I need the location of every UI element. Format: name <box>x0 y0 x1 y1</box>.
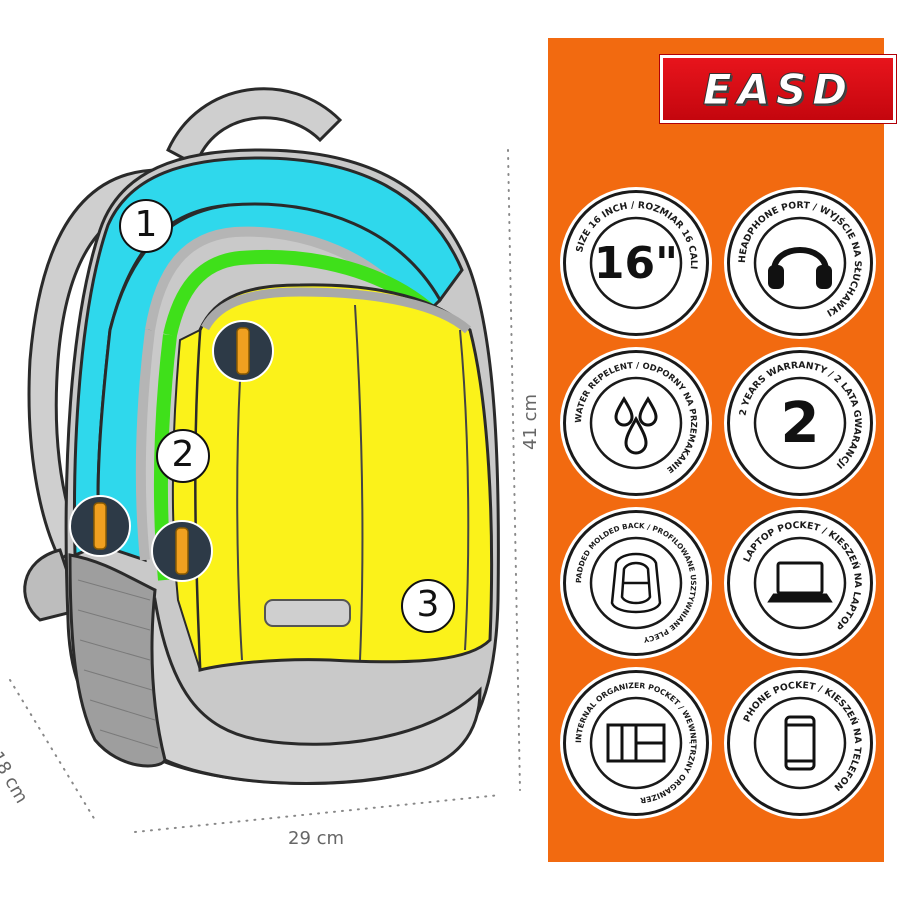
compartment-3-label: 3 <box>416 584 440 625</box>
water-drops-icon <box>614 396 658 455</box>
zipper-pull-icon <box>69 495 131 557</box>
height-dimension-label: 41 cm <box>520 393 541 450</box>
brand-logo-text: EASD <box>702 64 854 114</box>
padded-back-icon <box>610 552 662 614</box>
headphones-icon <box>768 247 832 289</box>
width-dimension-label: 29 cm <box>288 828 345 849</box>
compartment-1-marker <box>119 199 173 253</box>
phone-icon <box>784 715 816 771</box>
laptop-icon <box>767 561 833 603</box>
feature-badge-headphone: HEADPHONE PORT / WYJŚCIE NA SŁUCHAWKI <box>727 190 873 336</box>
warranty-value: 2 <box>780 390 820 456</box>
feature-badge-phone: PHONE POCKET / KIESZEŃ NA TELEFON <box>727 670 873 816</box>
zipper-pull-icon <box>151 520 213 582</box>
feature-badge-size: SIZE 16 INCH / ROZMIAR 16 CALI 16" <box>563 190 709 336</box>
compartment-markers <box>69 199 455 633</box>
feature-badge-water: WATER REPELENT / ODPORNY NA PRZEMAKANIE <box>563 350 709 496</box>
backpack-illustration <box>9 87 521 833</box>
compartment-2-label: 2 <box>171 434 195 475</box>
compartment-3-marker <box>401 579 455 633</box>
zipper-pull-icon <box>212 320 274 382</box>
size-value: 16" <box>593 237 679 289</box>
feature-badge-warranty: 2 YEARS WARRANTY / 2 LATA GWARANCJI 2 <box>727 350 873 496</box>
feature-badge-laptop: LAPTOP POCKET / KIESZEŃ NA LAPTOP <box>727 510 873 656</box>
compartment-1-label: 1 <box>134 204 158 245</box>
organizer-icon <box>606 723 666 763</box>
feature-badge-organizer: INTERNAL ORGANIZER POCKET / WEWNĘTRZNY O… <box>563 670 709 816</box>
brand-logo: EASD <box>660 55 896 123</box>
compartment-2-marker <box>156 429 210 483</box>
feature-badge-back: PADDED MOLDED BACK / PROFILOWANE USZTYWN… <box>563 510 709 656</box>
